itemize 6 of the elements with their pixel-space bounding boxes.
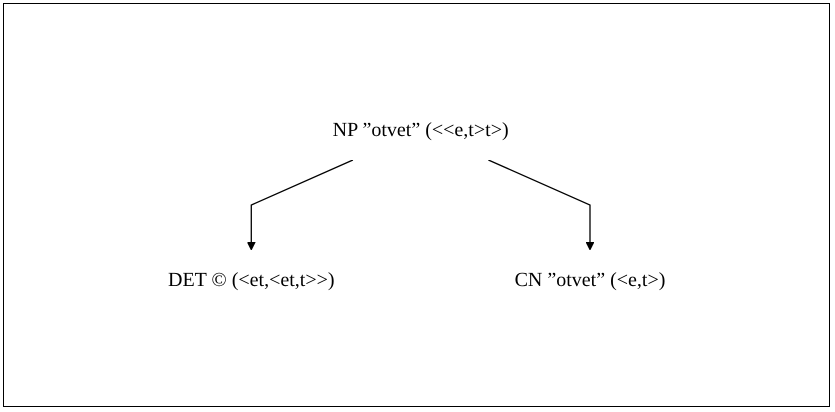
- node-text: DET © (<et,<et,t>>): [168, 269, 334, 291]
- arrow: [246, 159, 353, 250]
- node-text: CN ”otvet” (<e,t>): [514, 269, 666, 291]
- node-text: NP ”otvet” (<<e,t>t>): [332, 119, 508, 141]
- diagram-frame: NP ”otvet” (<<e,t>t>) DET © (<et,<et,t>>) CN ”otvet” (<e,t>): [3, 3, 830, 407]
- arrow: [488, 159, 594, 250]
